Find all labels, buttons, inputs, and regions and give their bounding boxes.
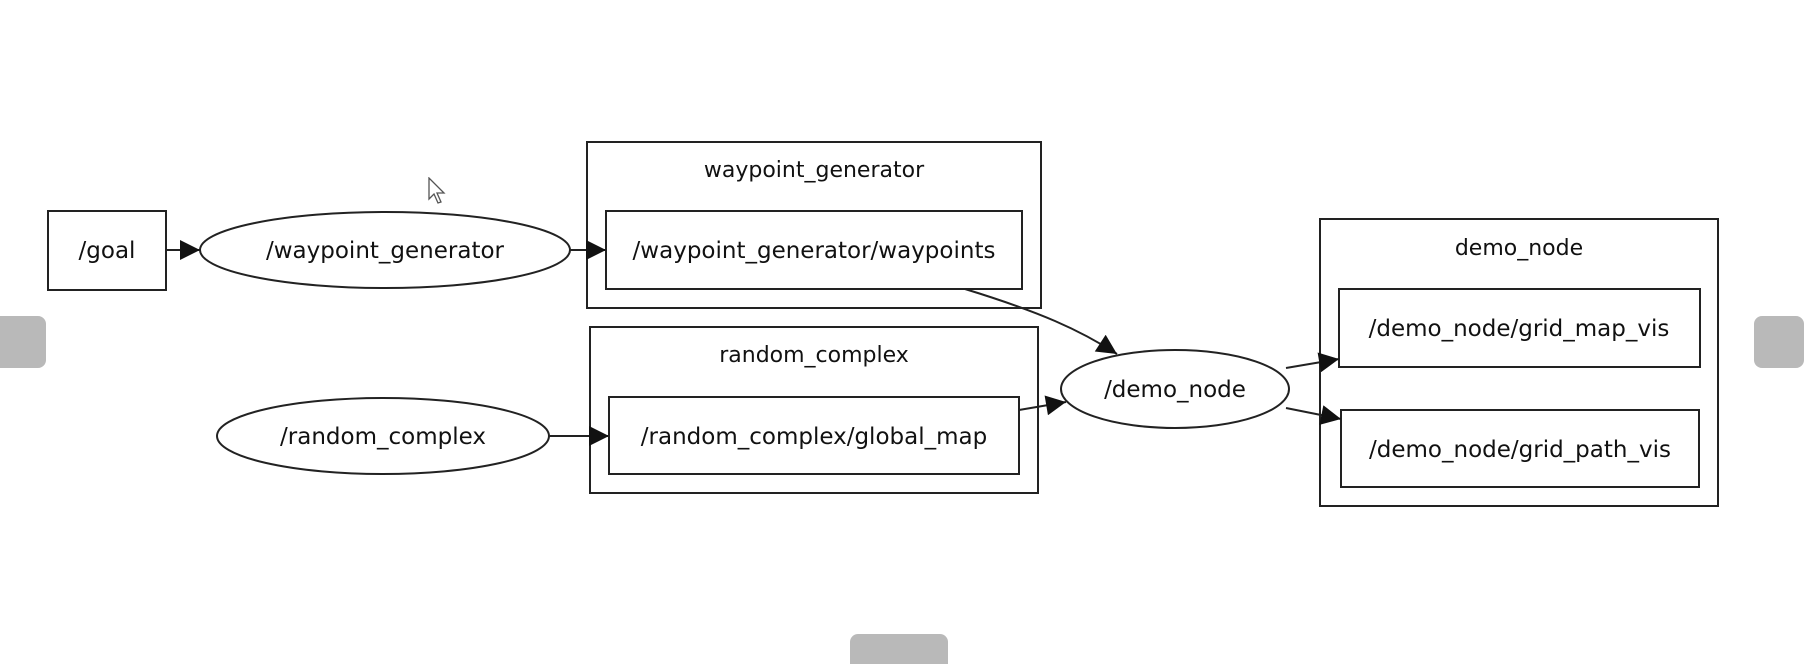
namespace-title-random-complex: random_complex: [719, 343, 909, 368]
topic-grid-path-vis[interactable]: /demo_node/grid_path_vis: [1340, 409, 1700, 488]
edge-waypoints-to-demo-node: [964, 288, 1118, 355]
namespace-title-demo-node: demo_node: [1455, 236, 1583, 261]
left-panel-handle[interactable]: [0, 316, 46, 368]
edge-demo-node-to-grid-path-vis: [1285, 405, 1342, 425]
topic-waypoints[interactable]: /waypoint_generator/waypoints: [605, 210, 1023, 290]
node-demo-node[interactable]: /demo_node: [1060, 349, 1290, 429]
topic-grid-map-vis[interactable]: /demo_node/grid_map_vis: [1338, 288, 1701, 368]
node-waypoint-generator[interactable]: /waypoint_generator: [199, 211, 571, 289]
node-random-complex[interactable]: /random_complex: [216, 397, 550, 475]
node-waypoint-generator-label: /waypoint_generator: [266, 238, 505, 264]
right-panel-handle[interactable]: [1754, 316, 1804, 368]
mouse-cursor-icon: [428, 177, 446, 204]
edge-demo-node-to-grid-map-vis: [1285, 352, 1340, 373]
topic-grid-map-vis-label: /demo_node/grid_map_vis: [1369, 316, 1670, 342]
node-demo-node-label: /demo_node: [1104, 377, 1246, 403]
topic-grid-path-vis-label: /demo_node/grid_path_vis: [1369, 437, 1671, 463]
topic-global-map[interactable]: /random_complex/global_map: [608, 396, 1020, 475]
topic-goal[interactable]: /goal: [47, 210, 167, 291]
topic-goal-label: /goal: [79, 238, 136, 264]
bottom-panel-handle[interactable]: [850, 634, 948, 664]
node-random-complex-label: /random_complex: [280, 424, 486, 450]
topic-waypoints-label: /waypoint_generator/waypoints: [633, 238, 996, 264]
edge-global-map-to-demo-node: [1018, 395, 1067, 416]
topic-global-map-label: /random_complex/global_map: [641, 424, 987, 450]
namespace-title-waypoint-generator: waypoint_generator: [704, 158, 925, 183]
